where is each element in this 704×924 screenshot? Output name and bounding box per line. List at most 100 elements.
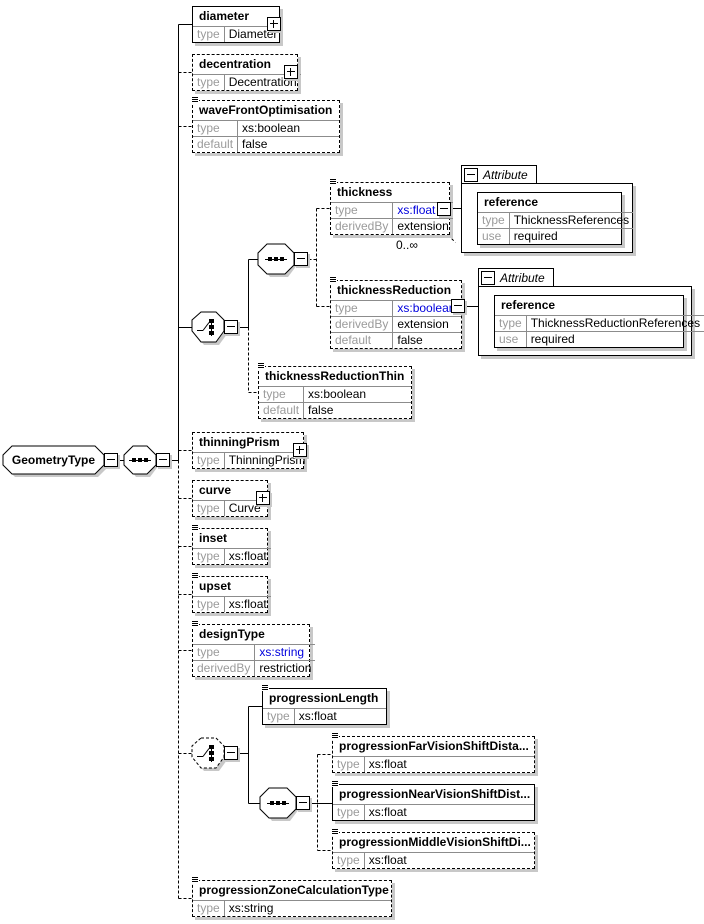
element-box-thickness: thickness type xs:float derivedBy extens… — [329, 178, 453, 235]
collapse-root-button[interactable] — [104, 453, 118, 467]
element-box-decentration: decentration type Decentration — [192, 54, 301, 91]
annotation-icon — [331, 732, 339, 739]
element-name: diameter — [199, 9, 250, 23]
element-box-diameter: diameter type Diameter — [192, 6, 282, 43]
row-value: ThicknessReferences — [509, 212, 634, 229]
element-name: thickness — [337, 185, 393, 199]
collapse-sequence-button[interactable] — [294, 252, 308, 266]
root-type-shape[interactable] — [2, 445, 107, 477]
row-label: derivedBy — [193, 660, 256, 676]
row-label: type — [193, 900, 225, 916]
row-value: ThinningPrism — [224, 452, 310, 468]
element-box-progressionMiddleVisionShiftDistance: progressionMiddleVisionShiftDi... type x… — [331, 828, 535, 869]
collapse-choice-button[interactable] — [224, 320, 238, 334]
element-name: curve — [199, 483, 232, 497]
attribute-box-reference: reference type ThicknessReferences use r… — [477, 192, 634, 245]
element-box-progressionNearVisionShiftDistance: progressionNearVisionShiftDist... type x… — [331, 780, 535, 821]
row-label: type — [193, 452, 225, 468]
row-label: type — [259, 386, 305, 403]
connector-lines — [118, 24, 479, 899]
collapse-choice-button[interactable] — [224, 746, 238, 760]
element-name: upset — [199, 579, 232, 593]
row-label: default — [331, 332, 394, 348]
annotation-icon — [331, 780, 339, 787]
row-value: restriction — [254, 660, 316, 676]
element-name: progressionFarVisionShiftDista... — [339, 739, 529, 753]
annotation-icon — [257, 362, 265, 369]
row-label: type — [331, 202, 394, 219]
element-name: thicknessReductionThin — [265, 369, 405, 383]
element-box-thicknessReduction: thicknessReduction type xs:boolean deriv… — [329, 276, 465, 349]
sequence-icon[interactable] — [123, 445, 159, 477]
attribute-group-label: Attribute — [500, 270, 545, 285]
collapse-attributes-button[interactable] — [451, 299, 465, 313]
sequence-icon[interactable] — [257, 243, 297, 277]
row-label: type — [263, 708, 295, 724]
attribute-group-tab: Attribute — [478, 268, 554, 287]
row-value: Decentration — [224, 74, 301, 90]
annotation-icon — [329, 178, 337, 185]
element-box-inset: inset type xs:float — [191, 524, 271, 565]
element-box-thinningPrism: thinningPrism type ThinningPrism — [192, 432, 310, 469]
row-value: xs:boolean — [237, 120, 339, 137]
optional-connector-lines — [178, 72, 456, 899]
expand-button[interactable] — [293, 443, 307, 457]
collapse-attributes-button[interactable] — [437, 202, 451, 216]
element-box-progressionZoneCalculationType: progressionZoneCalculationType type xs:s… — [191, 876, 392, 917]
row-label: default — [259, 402, 305, 418]
annotation-icon — [261, 684, 269, 691]
row-label: type — [193, 500, 225, 516]
element-box-curve: curve type Curve — [192, 480, 270, 517]
element-name: progressionZoneCalculationType — [199, 883, 389, 897]
collapse-attribute-button[interactable] — [481, 270, 495, 285]
expand-button[interactable] — [256, 491, 270, 505]
choice-icon[interactable] — [191, 737, 227, 771]
row-value: xs:float — [364, 852, 534, 868]
expand-button[interactable] — [267, 17, 281, 31]
element-name: progressionMiddleVisionShiftDi... — [339, 835, 531, 849]
row-label: derivedBy — [331, 218, 394, 234]
row-label: type — [478, 212, 510, 229]
collapse-attribute-button[interactable] — [464, 167, 478, 182]
annotation-icon — [191, 524, 199, 531]
type-link[interactable]: xs:boolean — [392, 300, 461, 317]
row-label: use — [478, 228, 510, 244]
row-label: derivedBy — [331, 316, 394, 333]
element-box-progressionLength: progressionLength type xs:float — [261, 684, 387, 725]
collapse-sequence-button[interactable] — [156, 453, 170, 467]
element-box-designType: designType type xs:string derivedBy rest… — [191, 620, 316, 677]
annotation-icon — [191, 876, 199, 883]
row-label: type — [333, 756, 365, 772]
choice-icon[interactable] — [191, 311, 227, 345]
element-name: progressionNearVisionShiftDist... — [339, 787, 531, 801]
attribute-box-reference: reference type ThicknessReductionReferen… — [494, 295, 704, 348]
row-value: false — [303, 402, 411, 418]
annotation-icon — [191, 96, 199, 103]
row-label: default — [193, 136, 239, 152]
row-value: required — [526, 331, 704, 347]
element-box-waveFrontOptimisation: waveFrontOptimisation type xs:boolean de… — [191, 96, 340, 153]
row-value: xs:float — [224, 548, 271, 564]
row-label: type — [193, 596, 225, 612]
collapse-sequence-button[interactable] — [296, 796, 310, 810]
annotation-icon — [329, 276, 337, 283]
element-name: inset — [199, 531, 228, 545]
element-name: thinningPrism — [199, 435, 280, 449]
row-label: type — [333, 804, 365, 820]
sequence-icon[interactable] — [259, 787, 299, 821]
annotation-icon — [191, 572, 199, 579]
element-box-progressionFarVisionShiftDistance: progressionFarVisionShiftDista... type x… — [331, 732, 535, 773]
row-label: type — [193, 74, 225, 90]
element-name: thicknessReduction — [337, 283, 452, 297]
element-name: waveFrontOptimisation — [199, 103, 333, 117]
row-label: type — [193, 548, 225, 564]
row-label: type — [495, 315, 527, 332]
occurrence-label: 0..∞ — [396, 238, 418, 252]
type-link[interactable]: xs:string — [254, 644, 316, 661]
attribute-name: reference — [484, 195, 539, 209]
expand-button[interactable] — [284, 65, 298, 79]
attribute-group-label: Attribute — [483, 167, 528, 182]
row-value: false — [237, 136, 339, 152]
